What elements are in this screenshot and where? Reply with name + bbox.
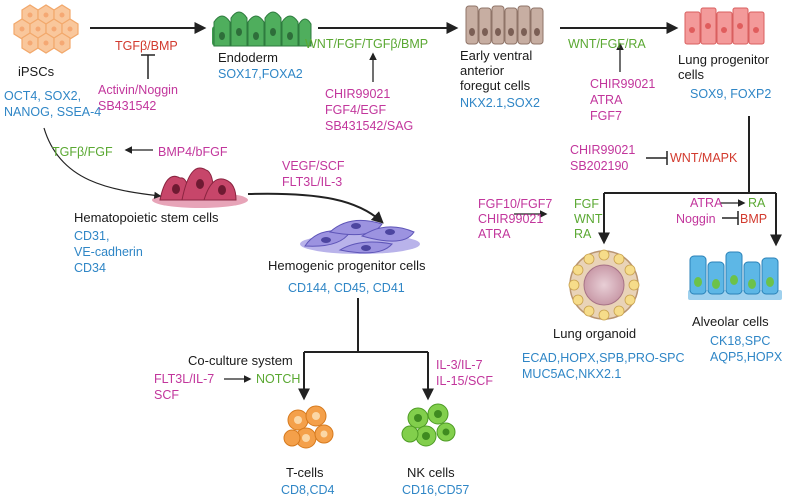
nk-cells-icon — [401, 403, 456, 447]
fgf4-egf-factor: FGF4/EGF — [325, 103, 387, 117]
sb431542-factor: SB431542 — [98, 99, 157, 113]
ipsc-label: iPSCs — [18, 64, 55, 79]
ipsc-colony-icon — [13, 4, 79, 54]
arrow-hsc-hemogenic — [247, 192, 384, 224]
alveolar-cells-icon — [688, 251, 782, 300]
coculture-factor-line2: SCF — [154, 388, 179, 402]
organoid-markers-line1: ECAD,HOPX,SPB,PRO-SPC — [522, 351, 685, 365]
foregut-label-line2: anterior — [460, 63, 505, 78]
endoderm-markers: SOX17,FOXA2 — [218, 67, 303, 81]
nkcells-markers: CD16,CD57 — [402, 483, 470, 497]
nkcells-label: NK cells — [407, 465, 455, 480]
lung-progenitor-markers: SOX9, FOXP2 — [690, 87, 772, 101]
foregut-markers: NKX2.1,SOX2 — [460, 96, 540, 110]
hsc-marker-line3: CD34 — [74, 261, 106, 275]
flt3l-il3-factor: FLT3L/IL-3 — [282, 175, 343, 189]
organoid-pathway-ra: RA — [574, 227, 592, 241]
notch-pathway: NOTCH — [256, 372, 301, 386]
foregut-cells-icon — [465, 5, 544, 45]
tcells-label: T-cells — [286, 465, 324, 480]
hsc-marker-line1: CD31, — [74, 229, 110, 243]
nk-factor-line2: IL-15/SCF — [436, 374, 493, 388]
lung-organoid-icon — [568, 249, 640, 321]
hemogenic-label: Hemogenic progenitor cells — [268, 258, 426, 273]
t-cells-icon — [283, 405, 334, 449]
organoid-pathway-wnt: WNT — [574, 212, 603, 226]
endoderm-icon — [212, 11, 312, 47]
branch-sb202190: SB202190 — [570, 159, 629, 173]
chir99021-factor: CHIR99021 — [325, 87, 391, 101]
foregut-label-line3: foregut cells — [460, 78, 531, 93]
inhibition-marks — [141, 54, 739, 225]
organoid-factor-chir: CHIR99021 — [478, 212, 544, 226]
hsc-marker-line2: VE-cadherin — [74, 245, 143, 259]
tgfb-bmp-pathway: TGFβ/BMP — [115, 39, 178, 53]
wnt-fgf-tgfb-bmp-pathway: WNT/FGF/TGFβ/BMP — [305, 37, 429, 51]
alveolar-bmp: BMP — [740, 212, 768, 226]
wnt-fgf-ra-pathway: WNT/FGF/RA — [568, 37, 646, 51]
tcells-markers: CD8,CD4 — [281, 483, 335, 497]
organoid-pathway-fgf: FGF — [574, 197, 599, 211]
organoid-factor-atra: ATRA — [478, 227, 511, 241]
arrow-ipsc-hsc — [43, 127, 162, 199]
vegf-scf-factor: VEGF/SCF — [282, 159, 345, 173]
organoid-markers-line2: MUC5AC,NKX2.1 — [522, 367, 622, 381]
organoid-factor-fgf10: FGF10/FGF7 — [478, 197, 553, 211]
lung-progenitor-icon — [684, 7, 765, 45]
activin-noggin-factor: Activin/Noggin — [98, 83, 178, 97]
foregut-label-line1: Early ventral — [460, 48, 533, 63]
nk-factor-line1: IL-3/IL-7 — [436, 358, 483, 372]
tgfb-fgf-pathway: TGFβ/FGF — [52, 145, 113, 159]
coculture-factor-line1: FLT3L/IL-7 — [154, 372, 215, 386]
branch-chir99021: CHIR99021 — [570, 143, 636, 157]
endoderm-label: Endoderm — [218, 50, 278, 65]
alveolar-ra: RA — [748, 196, 766, 210]
alveolar-markers-line2: AQP5,HOPX — [710, 350, 783, 364]
lung-organoid-label: Lung organoid — [553, 326, 637, 341]
alveolar-atra: ATRA — [690, 196, 723, 210]
ipsc-marker-line2: NANOG, SSEA-4 — [4, 105, 102, 119]
bmp4-bfgf-factor: BMP4/bFGF — [158, 145, 228, 159]
lung-fgf7-factor: FGF7 — [590, 109, 622, 123]
sb431542-sag-factor: SB431542/SAG — [325, 119, 414, 133]
lung-chir99021-factor: CHIR99021 — [590, 77, 656, 91]
alveolar-markers-line1: CK18,SPC — [710, 334, 771, 348]
hemogenic-progenitor-icon — [300, 219, 420, 254]
lung-progenitor-label-line2: cells — [678, 67, 705, 82]
lung-progenitor-label-line1: Lung progenitor — [678, 52, 770, 67]
ipsc-marker-line1: OCT4, SOX2, — [4, 89, 82, 103]
coculture-label: Co-culture system — [188, 353, 293, 368]
arrows — [43, 22, 782, 401]
hemogenic-markers: CD144, CD45, CD41 — [288, 281, 405, 295]
alveolar-noggin: Noggin — [676, 212, 716, 226]
wnt-mapk-inhibited: WNT/MAPK — [670, 151, 738, 165]
hsc-icon — [152, 167, 248, 208]
alveolar-label: Alveolar cells — [692, 314, 769, 329]
hsc-label: Hematopoietic stem cells — [74, 210, 219, 225]
lung-atra-factor: ATRA — [590, 93, 623, 107]
